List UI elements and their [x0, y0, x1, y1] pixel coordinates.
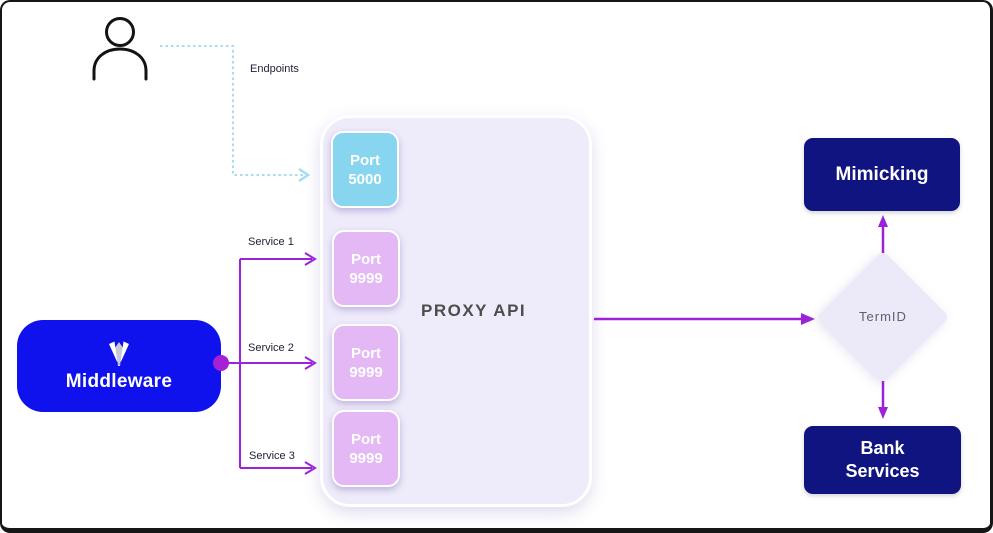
person-icon: [92, 17, 148, 81]
service-arrows: [221, 258, 312, 469]
endpoints-arrowhead-icon: [298, 167, 311, 183]
port-label: Port: [350, 151, 380, 169]
bank-services-label-line1: Bank: [860, 438, 905, 458]
bank-services-label-line2: Services: [845, 461, 920, 481]
service-1-flow-label: Service 1: [248, 236, 294, 248]
mimicking-label: Mimicking: [835, 163, 929, 185]
termid-to-bank-arrowhead-icon: [878, 407, 888, 419]
middleware-node: Middleware: [17, 320, 221, 412]
service-3-flow-label: Service 3: [249, 450, 295, 462]
port-5000-node: Port 5000: [331, 131, 399, 208]
middleware-gem-icon: [109, 341, 129, 366]
port-number: 9999: [349, 269, 383, 287]
termid-label: TermID: [859, 309, 907, 324]
port-number: 5000: [348, 170, 382, 188]
service-2-flow-label: Service 2: [248, 342, 294, 354]
service-3-arrowhead-icon: [304, 461, 317, 475]
proxy-api-title: PROXY API: [421, 301, 527, 320]
bank-services-node: Bank Services: [804, 426, 961, 494]
port-9999-node-2: Port 9999: [332, 324, 400, 401]
mimicking-node: Mimicking: [804, 138, 960, 211]
service-1-arrowhead-icon: [304, 252, 317, 266]
port-label: Port: [351, 430, 381, 448]
endpoints-flow-label: Endpoints: [250, 63, 299, 75]
port-number: 9999: [349, 363, 383, 381]
service-2-arrowhead-icon: [304, 356, 317, 370]
port-9999-node-1: Port 9999: [332, 230, 400, 307]
port-9999-node-3: Port 9999: [332, 410, 400, 487]
port-number: 9999: [349, 449, 383, 467]
proxy-to-termid-arrowhead-icon: [801, 313, 815, 325]
termid-to-mimicking-arrowhead-icon: [878, 215, 888, 227]
middleware-label: Middleware: [65, 370, 173, 392]
port-label: Port: [351, 250, 381, 268]
port-label: Port: [351, 344, 381, 362]
